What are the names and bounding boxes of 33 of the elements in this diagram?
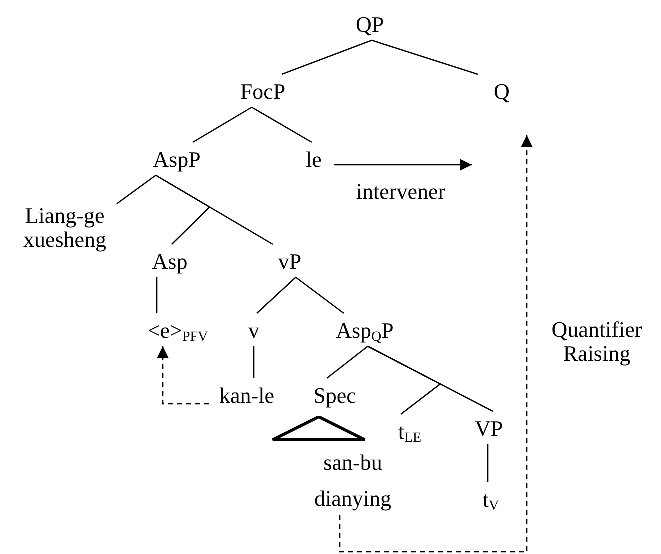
node-label: Asp$_{Q}$P xyxy=(336,316,394,346)
arrow xyxy=(334,159,472,171)
branch-line xyxy=(156,174,274,246)
movement-arrow xyxy=(157,346,209,405)
node-label: kan-le xyxy=(220,382,274,410)
branch-line xyxy=(253,346,255,378)
branch-line xyxy=(372,40,478,76)
branch-line xyxy=(487,444,489,482)
node-label: VP xyxy=(474,414,504,442)
node-label: vP xyxy=(278,248,302,276)
movement-arrow xyxy=(339,136,533,553)
node-label: Spec xyxy=(314,382,356,410)
node-label: Q xyxy=(494,78,510,106)
branch-line xyxy=(116,174,156,205)
node-label: t$_{V}$ xyxy=(482,486,500,516)
node-label: AspP xyxy=(153,146,201,174)
branch-line xyxy=(326,346,368,380)
branch-line xyxy=(252,106,312,144)
branch-line xyxy=(368,346,494,412)
branch-line xyxy=(256,277,296,314)
node-label: Liang-ge xuesheng xyxy=(22,204,108,252)
node-label: <e>$_{PFV}$ xyxy=(148,316,208,346)
node-label: FocP xyxy=(240,78,286,106)
node-label: v xyxy=(248,316,260,344)
node-label: t$_{LE}$ xyxy=(398,418,422,448)
node-label: Asp xyxy=(152,248,188,276)
node-label: san-bu dianying xyxy=(314,449,392,513)
branch-line xyxy=(282,40,372,76)
branch-line xyxy=(296,276,344,314)
node-label: le xyxy=(306,146,322,174)
branch-line xyxy=(156,278,158,314)
node-label: QP xyxy=(356,10,384,38)
branch-line xyxy=(192,106,252,144)
